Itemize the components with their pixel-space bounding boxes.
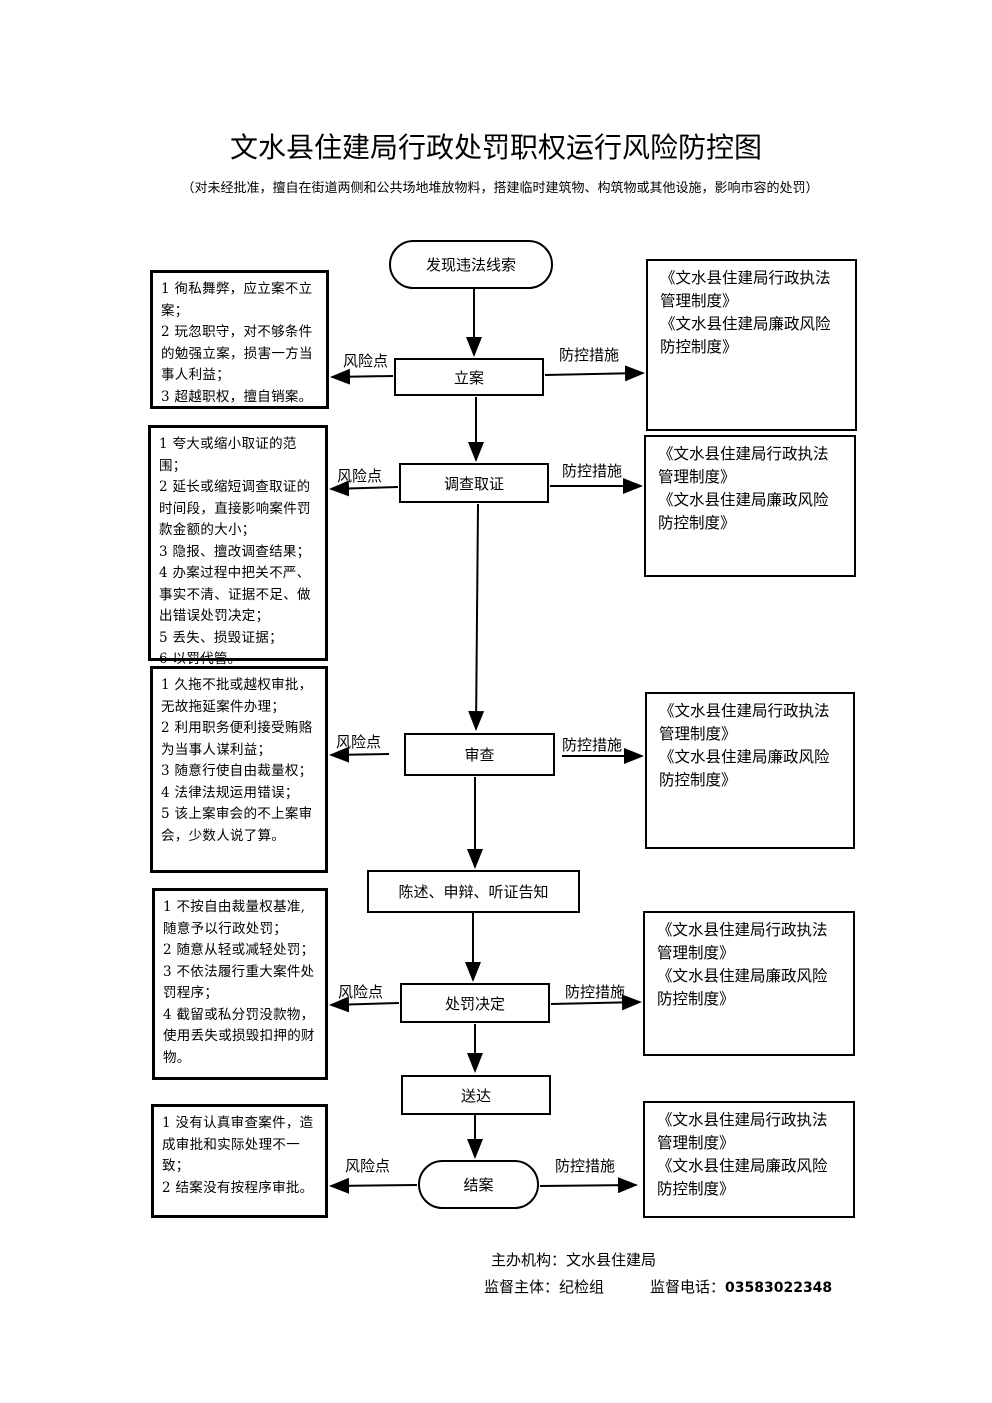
control-box: 《文水县住建局行政执法管理制度》《文水县住建局廉政风险防控制度》 — [643, 911, 855, 1056]
start-node: 发现违法线索 — [389, 240, 553, 289]
control-item: 《文水县住建局廉政风险防控制度》 — [658, 491, 829, 532]
arrow-left — [329, 996, 400, 1013]
risk-item: 1 没有认真审查案件，造成审批和实际处理不一致； — [162, 1115, 314, 1174]
risk-point-label: 风险点 — [338, 983, 384, 1001]
risk-item: 5 丢失、损毁证据； — [159, 629, 283, 646]
control-box: 《文水县住建局行政执法管理制度》《文水县住建局廉政风险防控制度》 — [646, 259, 857, 431]
arrow-right — [544, 365, 645, 382]
risk-item: 3 不依法履行重大案件处罚程序； — [163, 963, 315, 1002]
control-item: 《文水县住建局廉政风险防控制度》 — [657, 967, 828, 1008]
phone-label: 监督电话： — [650, 1278, 726, 1296]
control-box: 《文水县住建局行政执法管理制度》《文水县住建局廉政风险防控制度》 — [643, 1101, 855, 1218]
subtitle: （对未经批准，擅自在街道两侧和公共场地堆放物料，搭建临时建筑物、构筑物或其他设施… — [181, 181, 819, 196]
control-item: 《文水县住建局行政执法管理制度》 — [659, 702, 830, 743]
control-item: 《文水县住建局行政执法管理制度》 — [657, 1111, 828, 1152]
control-measure-label: 防控措施 — [565, 983, 626, 1001]
risk-item: 5 该上案审会的不上案审会，少数人说了算。 — [161, 806, 313, 844]
risk-item: 1 徇私舞弊，应立案不立案； — [161, 281, 313, 319]
arrow-right — [539, 1177, 638, 1194]
risk-item: 2 玩忽职守，对不够条件的勉强立案，损害一方当事人利益； — [161, 324, 313, 383]
risk-item: 4 截留或私分罚没款物，使用丢失或损毁扣押的财物。 — [163, 1006, 315, 1066]
supervision-phone: 监督电话：03583022348 — [650, 1276, 832, 1297]
risk-item: 4 法律法规运用错误； — [161, 784, 299, 801]
control-measure-label: 防控措施 — [555, 1157, 616, 1175]
control-measure-label: 防控措施 — [562, 462, 623, 480]
control-item: 《文水县住建局廉政风险防控制度》 — [660, 315, 831, 356]
risk-box: 1 徇私舞弊，应立案不立案； 2 玩忽职守，对不够条件的勉强立案，损害一方当事人利… — [150, 270, 329, 409]
notice-node: 陈述、申辩、听证告知 — [367, 870, 580, 913]
control-item: 《文水县住建局行政执法管理制度》 — [660, 269, 831, 310]
control-measure-label: 防控措施 — [559, 346, 620, 364]
organizer: 主办机构：文水县住建局 — [491, 1251, 657, 1269]
control-box: 《文水县住建局行政执法管理制度》《文水县住建局廉政风险防控制度》 — [645, 692, 855, 849]
control-item: 《文水县住建局行政执法管理制度》 — [657, 921, 828, 962]
control-item: 《文水县住建局廉政风险防控制度》 — [657, 1157, 828, 1198]
arrow-left — [329, 1177, 418, 1194]
risk-box: 1 久拖不批或越权审批，无故拖延案件办理； 2 利用职务便利接受贿赂为当事人谋利益… — [150, 666, 328, 873]
risk-item: 2 结案没有按程序审批。 — [162, 1179, 314, 1196]
arrow-left — [329, 480, 399, 497]
delivery-node: 送达 — [401, 1075, 551, 1115]
risk-item: 1 久拖不批或越权审批，无故拖延案件办理； — [161, 677, 313, 715]
page-title: 文水县住建局行政处罚职权运行风险防控图 — [229, 131, 762, 164]
risk-item: 3 随意行使自由裁量权； — [161, 763, 313, 779]
risk-item: 4 办案过程中把关不严、事实不清、证据不足、做出错误处罚决定； — [159, 565, 311, 624]
risk-item: 1 不按自由裁量权基准,随意予以行政处罚； — [163, 899, 306, 937]
process-node: 立案 — [394, 358, 544, 396]
arrow-left — [330, 368, 394, 385]
control-item: 《文水县住建局廉政风险防控制度》 — [659, 748, 830, 789]
risk-box: 1 没有认真审查案件，造成审批和实际处理不一致； 2 结案没有按程序审批。 — [151, 1104, 328, 1218]
process-node: 调查取证 — [399, 463, 549, 503]
risk-item: 1 夸大或缩小取证的范围； — [159, 436, 297, 474]
arrow-down — [468, 503, 485, 731]
risk-item: 6 以罚代管。 — [159, 651, 242, 667]
arrow-left — [329, 746, 390, 763]
risk-item: 2 随意从轻或减轻处罚； — [163, 942, 315, 958]
risk-point-label: 风险点 — [345, 1157, 391, 1175]
process-node: 处罚决定 — [400, 983, 550, 1023]
control-box: 《文水县住建局行政执法管理制度》《文水县住建局廉政风险防控制度》 — [644, 435, 856, 577]
risk-item: 2 利用职务便利接受贿赂为当事人谋利益； — [161, 720, 313, 758]
process-node: 审查 — [404, 733, 555, 776]
supervisor: 监督主体：纪检组 — [484, 1278, 605, 1296]
process-node: 结案 — [418, 1160, 539, 1209]
risk-item: 3 隐报、擅改调查结果； — [159, 543, 311, 560]
risk-point-label: 风险点 — [343, 352, 389, 370]
phone-number: 03583022348 — [725, 1280, 833, 1296]
risk-point-label: 风险点 — [337, 467, 383, 485]
control-item: 《文水县住建局行政执法管理制度》 — [658, 445, 829, 486]
control-measure-label: 防控措施 — [562, 736, 623, 754]
risk-item: 3 超越职权，擅自销案。 — [161, 388, 313, 405]
arrow-right — [550, 994, 642, 1011]
risk-box: 1 夸大或缩小取证的范围； 2 延长或缩短调查取证的时间段，直接影响案件罚款金额的… — [148, 425, 328, 667]
risk-item: 2 延长或缩短调查取证的时间段，直接影响案件罚款金额的大小； — [159, 479, 311, 538]
risk-point-label: 风险点 — [336, 733, 382, 751]
risk-box: 1 不按自由裁量权基准,随意予以行政处罚； 2 随意从轻或减轻处罚； 3 不依法履行… — [152, 888, 328, 1080]
